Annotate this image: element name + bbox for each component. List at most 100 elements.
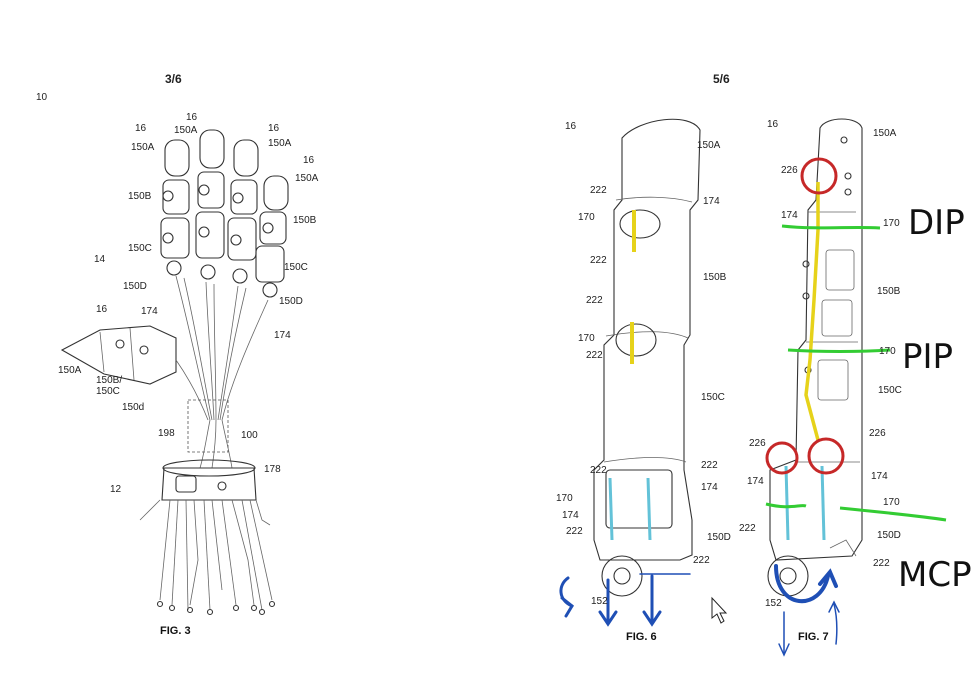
- ref-label: 170: [578, 333, 595, 344]
- knuckle-row: [166, 260, 278, 298]
- ref-label: 174: [701, 482, 718, 493]
- ref-label: 152: [591, 596, 608, 607]
- ref-label: 222: [873, 558, 890, 569]
- ref-label: 222: [586, 295, 603, 306]
- fig7-cyan-tendon-right: [820, 465, 826, 541]
- finger-ring: [227, 139, 259, 261]
- prosthetic-hand-drawing: [60, 129, 289, 616]
- fig7-finger-drawing: [767, 118, 863, 597]
- finger-middle: [195, 129, 225, 259]
- ref-label: 226: [869, 428, 886, 439]
- fig7-yellow-tendon: [804, 182, 820, 441]
- ref-label: 222: [701, 460, 718, 471]
- ref-label: 150B: [293, 215, 317, 226]
- ref-label: 150D: [877, 530, 901, 541]
- green-line-dip: [781, 224, 881, 230]
- fig7-reference-labels: 16 150A 226 174 170 150B 170 150C 226 22…: [739, 119, 902, 609]
- ref-label: 150D: [279, 296, 303, 307]
- ref-label: 150C: [284, 262, 308, 273]
- ref-label: 16: [96, 304, 108, 315]
- ref-label: 170: [883, 218, 900, 229]
- ref-label: 16: [268, 123, 280, 134]
- ref-label: 150A: [268, 138, 292, 149]
- page-number-5-6: 5/6: [713, 72, 730, 86]
- ref-label: 150C: [96, 386, 120, 397]
- ref-label: 170: [556, 493, 573, 504]
- red-circle-mcp-joint-right: [807, 437, 845, 475]
- fig6-cyan-tendon-left: [608, 477, 614, 541]
- fig6-finger-drawing: [593, 118, 701, 597]
- ref-label: 174: [274, 330, 291, 341]
- ref-label: 226: [749, 438, 766, 449]
- red-circle-dip-joint: [800, 157, 838, 195]
- finger-little: [255, 175, 289, 283]
- ref-label: 170: [578, 212, 595, 223]
- figure-label-fig3: FIG. 3: [160, 625, 191, 637]
- handwritten-mcp: MCP: [898, 555, 972, 595]
- ref-label: 222: [739, 523, 756, 534]
- ref-label: 150B/: [96, 375, 122, 386]
- handwritten-dip: DIP: [908, 203, 965, 243]
- ref-label: 222: [590, 185, 607, 196]
- ref-label: 222: [590, 465, 607, 476]
- curved-flexion-arrow: [774, 564, 830, 603]
- ref-label: 150D: [707, 532, 731, 543]
- ref-label: 10: [36, 92, 48, 103]
- ref-label: 170: [883, 497, 900, 508]
- figure-label-fig7: FIG. 7: [798, 631, 829, 643]
- page-number-3-6: 3/6: [165, 72, 182, 86]
- ref-label: 174: [141, 306, 158, 317]
- ref-label: 178: [264, 464, 281, 475]
- ref-label: 16: [135, 123, 147, 134]
- ref-label: 222: [566, 526, 583, 537]
- ref-label: 150C: [128, 243, 152, 254]
- ref-label: 150B: [877, 286, 901, 297]
- ref-label: 222: [590, 255, 607, 266]
- ref-label: 150d: [122, 402, 144, 413]
- ref-label: 14: [94, 254, 106, 265]
- up-arrow-fig7: [833, 603, 838, 645]
- fig6-cyan-tendon-right: [646, 477, 652, 541]
- fig6-blue-arrows: [559, 573, 691, 627]
- ref-label: 150D: [123, 281, 147, 292]
- mouse-cursor-icon: [711, 596, 728, 624]
- green-line-mcp-right: [839, 506, 947, 522]
- figure-label-fig6: FIG. 6: [626, 631, 657, 643]
- fig7-cyan-tendon-left: [784, 465, 790, 541]
- red-circle-mcp-joint-left: [765, 441, 799, 475]
- ref-label: 100: [241, 430, 258, 441]
- ref-label: 150A: [131, 142, 155, 153]
- ref-label: 150A: [58, 365, 82, 376]
- wrist-base-unit: [161, 459, 257, 501]
- left-sheet: 3/6: [36, 72, 319, 637]
- green-line-mcp-left: [765, 502, 807, 509]
- ref-label: 170: [879, 346, 896, 357]
- ref-label: 150A: [697, 140, 721, 151]
- handwritten-pip: PIP: [902, 337, 953, 377]
- ref-label: 150C: [701, 392, 725, 403]
- ref-label: 174: [871, 471, 888, 482]
- ref-label: 174: [562, 510, 579, 521]
- ref-label: 150A: [873, 128, 897, 139]
- green-line-pip: [787, 348, 891, 353]
- fig6-reference-labels: 16 150A 222 174 170 222 150B 222 170 222…: [556, 121, 731, 607]
- ref-label: 222: [586, 350, 603, 361]
- ref-label: 152: [765, 598, 782, 609]
- ref-label: 174: [747, 476, 764, 487]
- ref-label: 150A: [295, 173, 319, 184]
- finger-index: [160, 139, 190, 259]
- fig7-blue-arrows: [774, 564, 840, 657]
- ref-label: 222: [693, 555, 710, 566]
- bottom-wires: [139, 499, 276, 616]
- ref-label: 16: [303, 155, 315, 166]
- ref-label: 150B: [703, 272, 727, 283]
- ref-label: 16: [186, 112, 198, 123]
- ref-label: 12: [110, 484, 122, 495]
- ref-label: 150B: [128, 191, 152, 202]
- ref-label: 150C: [878, 385, 902, 396]
- dashed-box-100: [187, 399, 229, 453]
- ref-label: 174: [781, 210, 798, 221]
- ref-label: 174: [703, 196, 720, 207]
- thumb: [60, 325, 177, 385]
